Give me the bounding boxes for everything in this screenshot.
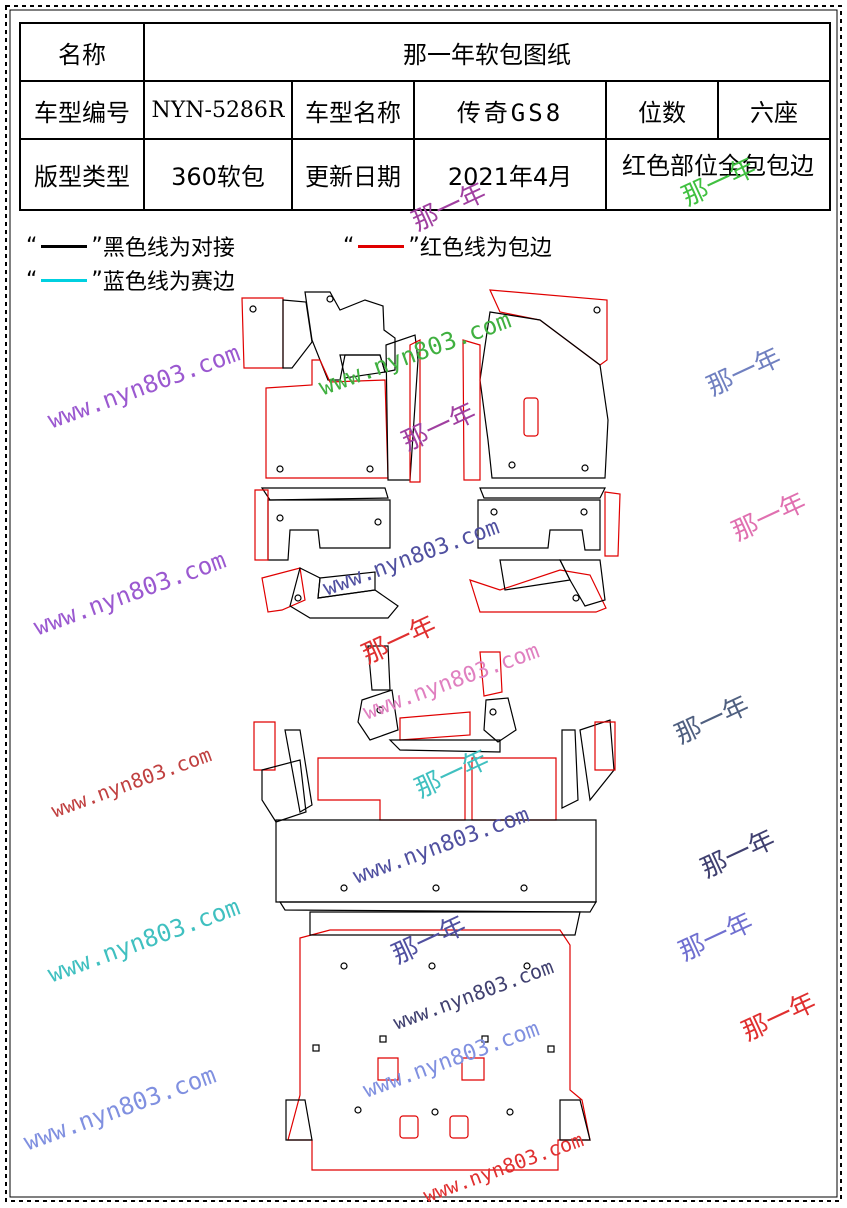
legend-red-quote-close: ” [408,233,420,259]
zigzag-border [5,5,842,1202]
third-row-floor-piece [285,911,591,1171]
blue-line-swatch [41,278,88,282]
front-left-floor-piece [241,291,421,483]
legend-blue-text: 蓝色线为赛边 [102,270,235,295]
arch-pieces [261,559,607,619]
spec-table: 名称 那一年软包图纸 车型编号 NYN-5286R 车型名称 传奇GS8 位数 … [19,22,831,211]
seats-value: 六座 [717,80,831,140]
legend-black: “ ” 黑色线为对接 [26,230,235,262]
inner-border [9,9,838,1198]
front-right-floor-piece [462,289,609,481]
type-value: 360软包 [143,138,293,211]
model-name-label: 车型名称 [291,80,415,140]
legend-blue: “ ” 蓝色线为赛边 [26,264,235,296]
spec-row-model: 车型编号 NYN-5286R 车型名称 传奇GS8 位数 六座 [19,80,831,140]
drawing-title: 那一年软包图纸 [143,22,831,82]
legend-blue-quote-open: “ [26,267,38,293]
model-name: 传奇GS8 [413,80,607,140]
update-date: 2021年4月 [413,138,607,211]
legend-red: “ ” 红色线为包边 [343,230,552,262]
front-crossbar-pieces [254,487,621,561]
model-code-label: 车型编号 [19,80,145,140]
spec-row-type: 版型类型 360软包 更新日期 2021年4月 红色部位全包包边 [19,138,831,211]
seats-label: 位数 [605,80,719,140]
legend-black-text: 黑色线为对接 [102,236,235,261]
spec-row-title: 名称 那一年软包图纸 [19,22,831,82]
legend-blue-quote-close: ” [91,267,103,293]
second-row-floor-piece [253,719,616,913]
name-label: 名称 [19,22,145,82]
model-code: NYN-5286R [143,80,293,140]
update-label: 更新日期 [291,138,415,211]
legend-black-quote-open: “ [26,233,38,259]
red-line-swatch [358,244,405,248]
red-note: 红色部位全包包边 [605,138,831,211]
black-line-swatch [41,244,88,248]
legend-red-quote-open: “ [343,233,355,259]
fastener-holes [249,295,601,1116]
center-console-pieces [357,645,517,753]
legend-red-text: 红色线为包边 [419,236,552,261]
type-label: 版型类型 [19,138,145,211]
legend-black-quote-close: ” [91,233,103,259]
